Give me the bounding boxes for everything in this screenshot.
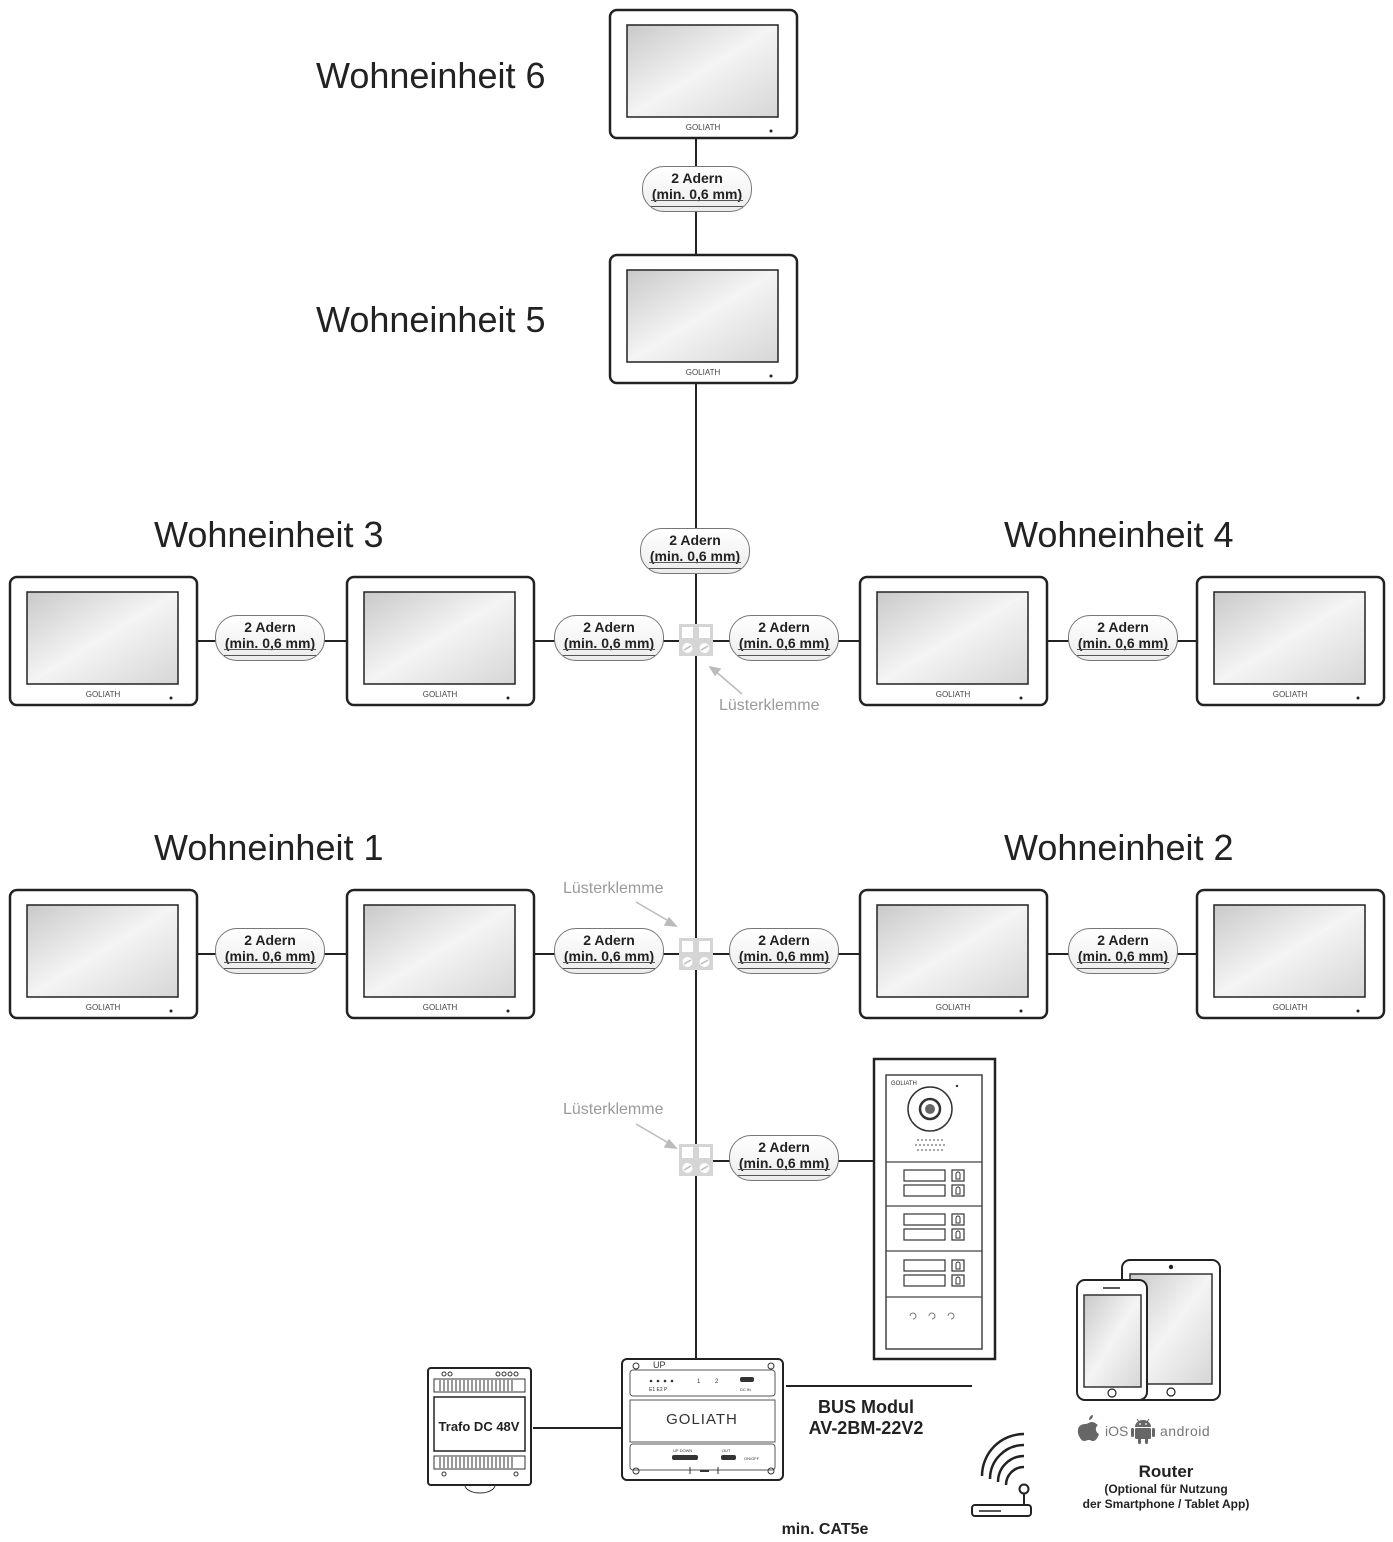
monitor-unit-3-b: [345, 575, 536, 707]
android-label: android: [1160, 1423, 1210, 1439]
bus-onoff-label: ON/OFF: [744, 1456, 760, 1461]
wire-label-line2: (min. 0,6 mm): [224, 635, 316, 651]
clamp-label: Lüsterklemme: [563, 880, 664, 897]
clamp-label: Lüsterklemme: [719, 697, 820, 714]
wire-label: 2 Adern(min. 0,6 mm): [554, 928, 664, 974]
wire-label-line1: 2 Adern: [1097, 932, 1149, 948]
monitor-unit-4-a: [858, 575, 1049, 707]
wire-label-line2: (min. 0,6 mm): [738, 948, 830, 964]
bus-out-label: OUT: [722, 1448, 731, 1453]
ios-label: iOS: [1105, 1423, 1128, 1439]
wire-label: 2 Adern(min. 0,6 mm): [1068, 615, 1178, 661]
monitor-unit-3-a: [8, 575, 199, 707]
clamp-icon: [678, 623, 714, 657]
monitor-brand-label: GOLIATH: [423, 690, 458, 699]
bus-brand-label: GOLIATH: [666, 1411, 738, 1428]
bus-indicators-label: E1 E2 P: [649, 1387, 668, 1393]
wire-label: 2 Adern(min. 0,6 mm): [729, 928, 839, 974]
router-icon: [971, 1432, 1032, 1517]
monitor-unit-2-a: [858, 888, 1049, 1020]
wire-label: 2 Adern(min. 0,6 mm): [215, 928, 325, 974]
bus-ch2-label: 2: [715, 1379, 719, 1385]
monitor-brand-label: GOLIATH: [1273, 690, 1308, 699]
bus-ch1-label: 1: [697, 1379, 701, 1385]
wire-label-line1: 2 Adern: [669, 532, 721, 548]
bus-module-model: AV-2BM-22V2: [808, 1418, 924, 1438]
monitor-unit-6: [608, 8, 799, 140]
wire-label-line2: (min. 0,6 mm): [738, 1155, 830, 1171]
wire-label-line1: 2 Adern: [583, 932, 635, 948]
unit-title-6: Wohneinheit 6: [316, 55, 546, 96]
clamp-label: Lüsterklemme: [563, 1101, 664, 1118]
router-note-1: (Optional für Nutzung: [1104, 1482, 1228, 1496]
wire-label-line2: (min. 0,6 mm): [224, 948, 316, 964]
wire-label-line2: (min. 0,6 mm): [1077, 948, 1169, 964]
router-note-2: der Smartphone / Tablet App): [1082, 1497, 1250, 1511]
unit-title-3: Wohneinheit 3: [154, 514, 384, 555]
monitor-unit-1-b: [345, 888, 536, 1020]
unit-title-1: Wohneinheit 1: [154, 827, 384, 868]
wire-label: 2 Adern(min. 0,6 mm): [640, 528, 750, 574]
wire-label: 2 Adern(min. 0,6 mm): [729, 1135, 839, 1181]
wire-label-line1: 2 Adern: [758, 1139, 810, 1155]
bus-up-label: UP: [653, 1360, 666, 1370]
monitor-unit-4-b: [1195, 575, 1386, 707]
wire-label-line1: 2 Adern: [671, 170, 723, 186]
monitor-unit-5: [608, 253, 799, 385]
monitor-unit-1-a: [8, 888, 199, 1020]
cable-caption: min. CAT5e: [781, 1521, 869, 1538]
bus-dcin-label: DC IN: [740, 1387, 751, 1392]
wire-label-line1: 2 Adern: [244, 932, 296, 948]
monitor-brand-label: GOLIATH: [686, 368, 721, 377]
monitor-brand-label: GOLIATH: [1273, 1003, 1308, 1012]
wire-label-line1: 2 Adern: [758, 619, 810, 635]
wire-label: 2 Adern(min. 0,6 mm): [554, 615, 664, 661]
wire-label: 2 Adern(min. 0,6 mm): [215, 615, 325, 661]
mobile-devices: [1076, 1259, 1221, 1401]
apple-icon: [1077, 1415, 1099, 1441]
monitor-brand-label: GOLIATH: [86, 690, 121, 699]
bus-module-caption: BUS Modul AV-2BM-22V2: [796, 1397, 936, 1439]
wire-label: 2 Adern(min. 0,6 mm): [1068, 928, 1178, 974]
clamp-icon: [678, 937, 714, 971]
wire-label-line2: (min. 0,6 mm): [563, 948, 655, 964]
unit-title-2: Wohneinheit 2: [1004, 827, 1234, 868]
wire-label-line1: 2 Adern: [244, 619, 296, 635]
wire-label-line1: 2 Adern: [758, 932, 810, 948]
bus-module-name: BUS Modul: [818, 1397, 914, 1417]
wire-label-line2: (min. 0,6 mm): [649, 548, 741, 564]
android-icon: [1131, 1418, 1155, 1444]
monitor-brand-label: GOLIATH: [686, 123, 721, 132]
clamp-icon: [678, 1143, 714, 1177]
door-station: GOLIATH: [872, 1057, 997, 1361]
monitor-unit-2-b: [1195, 888, 1386, 1020]
monitor-brand-label: GOLIATH: [423, 1003, 458, 1012]
unit-title-5: Wohneinheit 5: [316, 299, 546, 340]
monitor-brand-label: GOLIATH: [936, 1003, 971, 1012]
router-title: Router: [1138, 1462, 1194, 1481]
unit-title-4: Wohneinheit 4: [1004, 514, 1234, 555]
wire-label-line2: (min. 0,6 mm): [738, 635, 830, 651]
transformer-label: Trafo DC 48V: [439, 1419, 520, 1434]
wire-label: 2 Adern(min. 0,6 mm): [642, 166, 752, 212]
wire-label-line1: 2 Adern: [583, 619, 635, 635]
svg-text:GOLIATH: GOLIATH: [891, 1081, 917, 1087]
wire-label-line2: (min. 0,6 mm): [1077, 635, 1169, 651]
router-caption: Router (Optional für Nutzung der Smartph…: [1060, 1462, 1272, 1512]
wire-label-line2: (min. 0,6 mm): [651, 186, 743, 202]
wire-label: 2 Adern(min. 0,6 mm): [729, 615, 839, 661]
monitor-brand-label: GOLIATH: [86, 1003, 121, 1012]
monitor-brand-label: GOLIATH: [936, 690, 971, 699]
bus-module-device: [621, 1358, 784, 1481]
wire-label-line1: 2 Adern: [1097, 619, 1149, 635]
transformer-device: [427, 1367, 532, 1494]
bus-updown-label: UP DOWN: [673, 1448, 692, 1453]
wire-label-line2: (min. 0,6 mm): [563, 635, 655, 651]
